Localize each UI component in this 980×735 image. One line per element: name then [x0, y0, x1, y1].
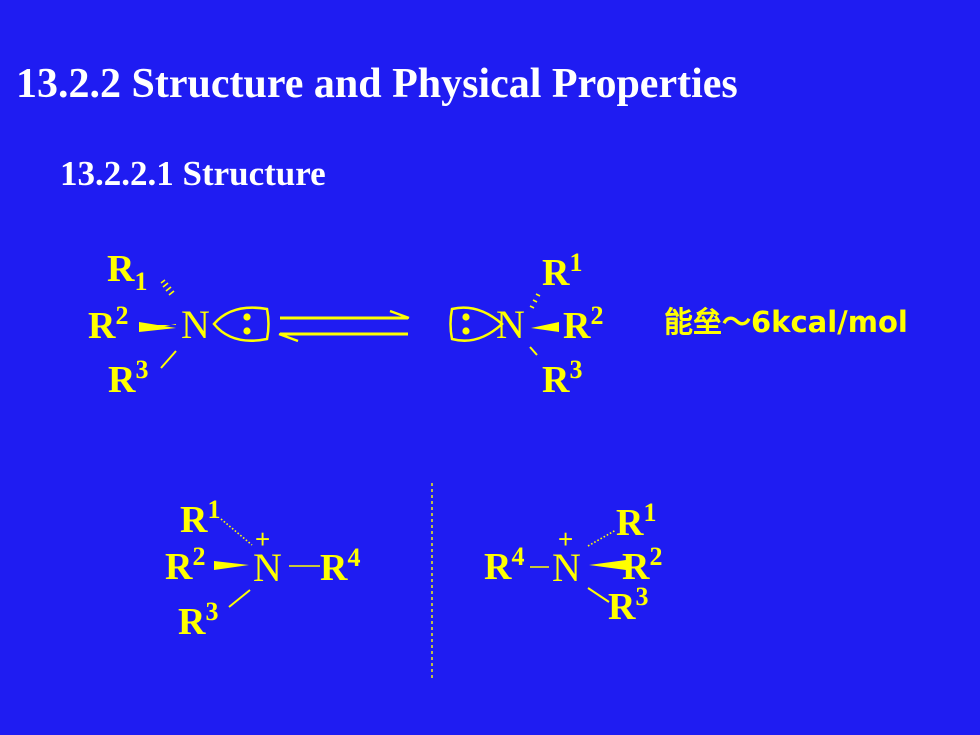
substituent-r3: R3 [178, 597, 218, 643]
nitrogen-atom: N [496, 302, 525, 347]
nitrogen-atom: N [253, 545, 282, 590]
substituent-r4: R4 [484, 542, 524, 588]
substituent-r2: R2 [563, 301, 603, 347]
wedge-bond [214, 561, 249, 570]
wedge-bond-fill [139, 322, 176, 332]
substituent-r2: R2 [165, 542, 205, 588]
slide-title: 13.2.2 Structure and Physical Properties [16, 61, 738, 107]
plain-bond [228, 589, 251, 608]
ammonium-right: R4 + N R1 R2 R3 [484, 498, 662, 628]
wedge-bond [589, 560, 626, 570]
plain-bond [587, 587, 610, 603]
wedge-bond [531, 322, 559, 332]
amine-right: N R1 R2 R3 [449, 248, 603, 401]
substituent-r3: R3 [542, 355, 582, 401]
substituent-r4: R4 [320, 543, 360, 589]
nitrogen-atom: N [181, 302, 210, 347]
hashed-bond [160, 279, 175, 296]
positive-charge: + [255, 524, 270, 554]
hashed-bond [529, 293, 541, 309]
equilibrium-arrows [278, 309, 410, 343]
substituent-r2: R2 [622, 542, 662, 588]
substituent-r3: R3 [608, 582, 648, 628]
amine-left: R1 R2 R3 N [88, 248, 270, 401]
plain-bond [160, 350, 177, 369]
substituent-r1: R1 [107, 248, 147, 296]
dotted-bond [587, 529, 617, 547]
substituent-r2: R2 [88, 301, 128, 347]
lone-pair-orbital [212, 306, 270, 342]
nitrogen-atom: N [552, 545, 581, 590]
substituent-r1: R1 [542, 248, 582, 294]
dotted-bond [220, 518, 253, 546]
ammonium-left: R1 R2 R3 + N R4 [165, 495, 360, 643]
positive-charge: + [558, 524, 573, 554]
inversion-barrier-label: 能垒～6kcal/mol [664, 305, 908, 339]
substituent-r1: R1 [616, 498, 656, 544]
substituent-r1: R1 [180, 495, 220, 541]
section-subtitle: 13.2.2.1 Structure [60, 154, 326, 193]
plain-bond [529, 346, 538, 356]
lone-pair-orbital [449, 306, 504, 342]
substituent-r3: R3 [108, 355, 148, 401]
